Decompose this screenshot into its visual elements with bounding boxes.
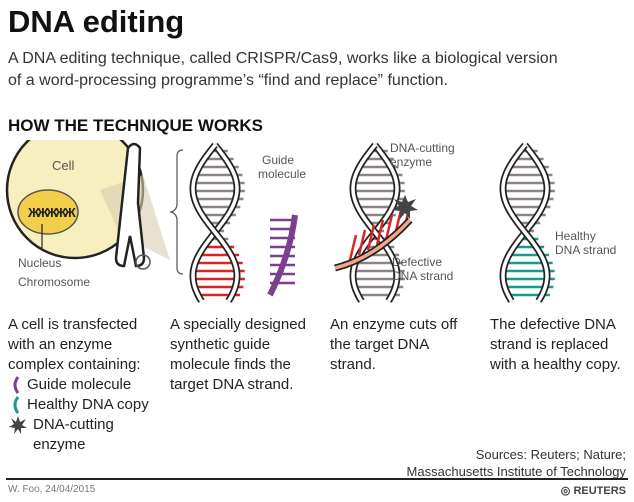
chromosome-mini: Ж <box>63 205 76 220</box>
defective-strand <box>334 204 413 272</box>
footer-divider <box>6 478 628 480</box>
healthy-dna-icon <box>13 396 20 414</box>
section-heading: HOW THE TECHNIQUE WORKS <box>8 116 263 135</box>
page-title: DNA editing <box>8 4 185 39</box>
strand <box>501 143 549 302</box>
subtitle-line-1: A DNA editing technique, called CRISPR/C… <box>8 50 558 67</box>
key-healthy-dna: Healthy DNA copy <box>8 395 149 415</box>
subtitle-line-2: of a word-processing programme’s “find a… <box>8 72 448 89</box>
nucleus-icon <box>17 189 79 235</box>
enzyme-icon <box>392 195 418 219</box>
sources: Sources: Reuters; Nature;Massachusetts I… <box>406 447 626 479</box>
cell-label: Cell <box>52 158 75 173</box>
reuters-logo: ◎ REUTERS <box>560 485 626 497</box>
chromosome-mini: Ж <box>36 205 49 220</box>
chromosome-mini: Ж <box>54 205 67 220</box>
strand <box>501 143 549 302</box>
guide-label-2: molecule <box>258 167 306 181</box>
chromosome-mini: Ж <box>45 205 58 220</box>
strand <box>191 143 239 302</box>
guide-molecule-icon <box>13 376 20 394</box>
healthy-label-1: Healthy <box>555 229 596 243</box>
chromosome-icon <box>114 142 151 270</box>
enzyme-icon <box>9 416 27 434</box>
bracket <box>169 149 184 275</box>
step-1-text: A cell is transfected with an enzyme com… <box>8 316 149 453</box>
strand <box>191 143 239 302</box>
key-enzyme: DNA-cutting <box>8 415 149 435</box>
healthy-label-2: DNA strand <box>555 243 616 257</box>
key-guide-molecule: Guide molecule <box>8 375 149 395</box>
defective-label-2: DNA strand <box>392 269 453 283</box>
chromosome-label: Chromosome <box>18 275 90 289</box>
nucleus-label: Nucleus <box>18 256 61 270</box>
enzyme-label-2: enzyme <box>390 155 432 169</box>
enzyme-label-1: DNA-cutting <box>390 141 455 155</box>
chromosome-mini: Ж <box>27 205 40 220</box>
target-dna-helix <box>189 142 245 303</box>
repaired-dna-helix <box>499 142 555 303</box>
credit: W. Foo, 24/04/2015 <box>8 484 96 495</box>
guide-molecule-strand <box>267 214 298 297</box>
strand <box>351 143 399 302</box>
guide-label-1: Guide <box>262 153 294 167</box>
defective-label-1: Defective <box>392 255 442 269</box>
